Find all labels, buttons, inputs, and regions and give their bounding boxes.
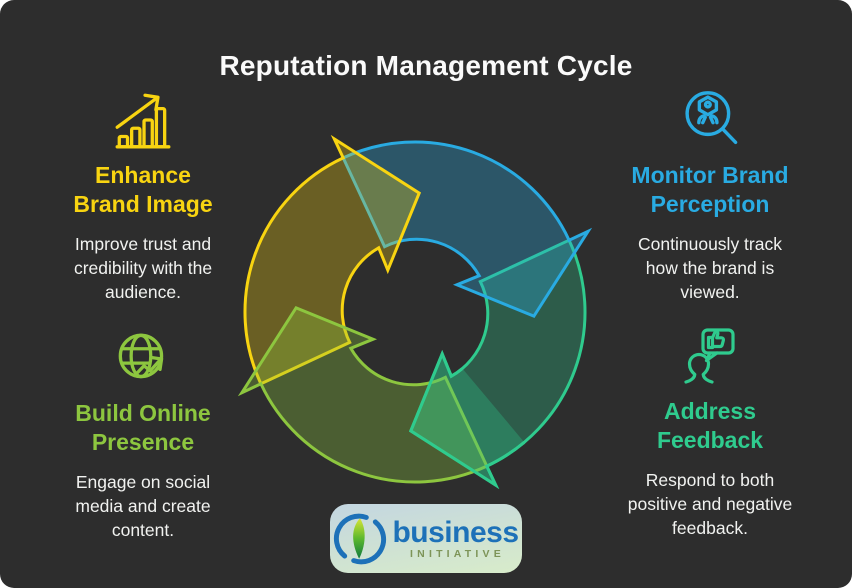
page-title: Reputation Management Cycle <box>219 50 633 81</box>
step-monitor-brand-perception: Monitor Brand Perception Continuously tr… <box>595 86 825 304</box>
step-description: Improve trust and credibility with the a… <box>73 234 213 302</box>
step-description: Continuously track how the brand is view… <box>638 234 782 302</box>
step-heading: Monitor Brand Perception <box>631 162 789 217</box>
cycle-arrows-diagram <box>240 137 590 487</box>
step-heading: Enhance Brand Image <box>73 162 213 217</box>
logo-subtitle-text: INITIATIVE <box>410 547 505 560</box>
person-feedback-icon <box>678 322 742 390</box>
leaf-swirl-logo-icon <box>334 513 387 564</box>
magnifier-bot-icon <box>678 86 742 154</box>
step-description: Respond to both positive and negative fe… <box>627 470 793 538</box>
step-heading: Address Feedback <box>656 398 764 453</box>
step-address-feedback: Address Feedback Respond to both positiv… <box>595 322 825 540</box>
step-build-online-presence: Build Online Presence Engage on social m… <box>28 324 258 542</box>
business-initiative-logo: business INITIATIVE <box>330 504 522 573</box>
step-heading: Build Online Presence <box>75 400 211 455</box>
globe-trend-icon <box>110 324 176 392</box>
bar-chart-growth-icon <box>110 86 176 154</box>
step-description: Engage on social media and create conten… <box>75 472 211 540</box>
logo-brand-text: business <box>392 515 519 549</box>
step-enhance-brand-image: Enhance Brand Image Improve trust and cr… <box>28 86 258 304</box>
